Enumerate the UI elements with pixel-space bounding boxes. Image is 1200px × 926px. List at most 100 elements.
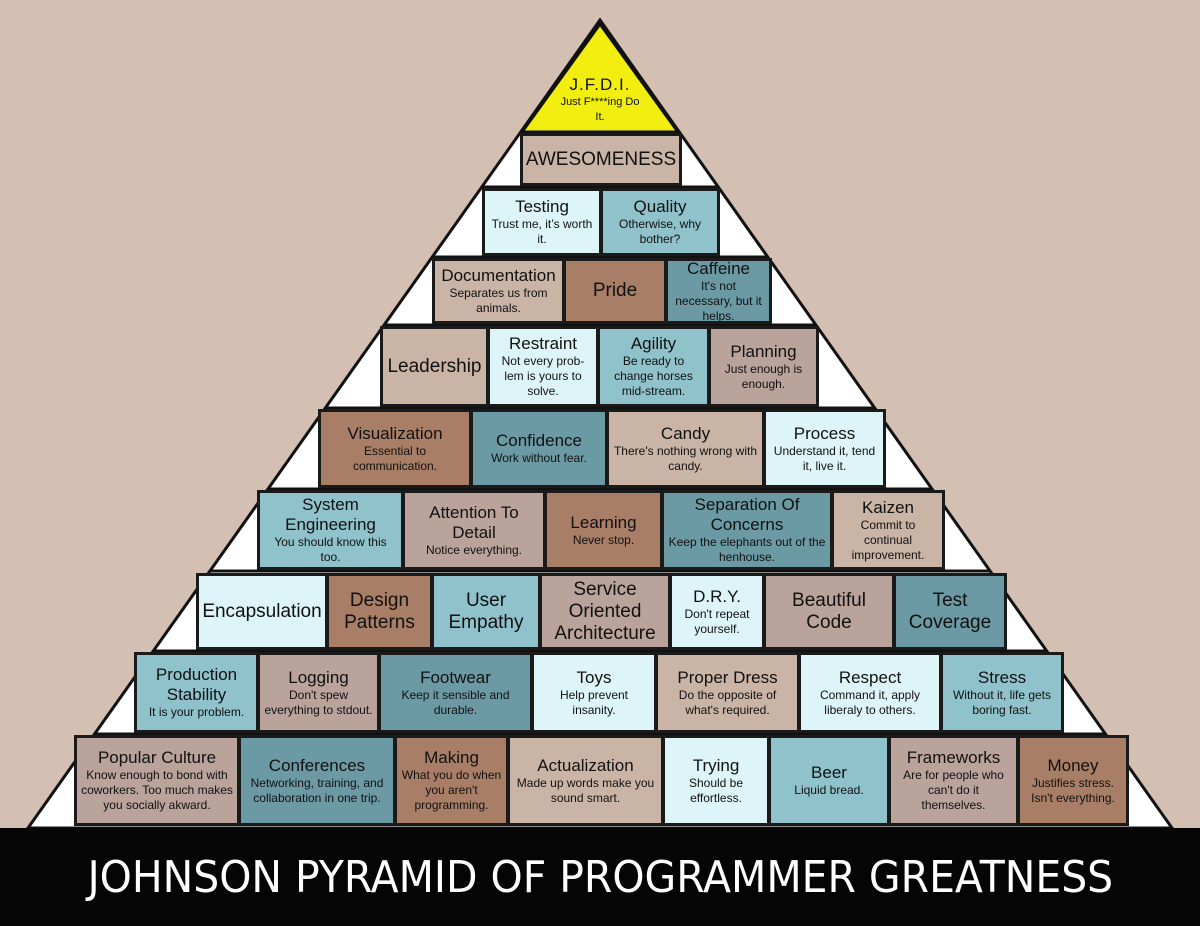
block-desc: Keep it sensible and durable. bbox=[401, 687, 510, 717]
block-title: Candy bbox=[660, 423, 711, 443]
block-title: Production Stability bbox=[155, 665, 238, 704]
block-title: Beer bbox=[811, 763, 847, 782]
block-title: Pride bbox=[592, 280, 638, 301]
block-title: AWESOMENESS bbox=[525, 148, 677, 170]
block-title: Stress bbox=[977, 667, 1027, 687]
block-title: Caffeine bbox=[686, 258, 750, 278]
block-desc: Commit to continual improvement. bbox=[851, 517, 925, 562]
apex-title: J.F.D.I. bbox=[569, 75, 631, 94]
block-title: Logging bbox=[288, 667, 349, 687]
apex-label: J.F.D.I. Just F****ing Do It. bbox=[525, 60, 675, 140]
block-desc: Networking, training, and collaboration … bbox=[250, 775, 384, 805]
pyramid-block-leadership: Leadership bbox=[380, 326, 489, 407]
block-title: Quality bbox=[633, 197, 687, 216]
block-title: Making bbox=[424, 748, 479, 767]
block-title: Service Oriented Architecture bbox=[554, 578, 656, 644]
block-title: Kaizen bbox=[862, 497, 914, 517]
block-title: Process bbox=[793, 423, 856, 443]
block-desc: Command it, apply liberaly to others. bbox=[819, 687, 921, 717]
block-desc: Trust me, it’s worth it. bbox=[491, 217, 593, 246]
block-title: Conferences bbox=[268, 755, 366, 775]
block-desc: Keep the elephants out of the henhouse. bbox=[668, 535, 826, 564]
block-title: Agility bbox=[630, 334, 677, 353]
pyramid-block-awesomeness: AWESOMENESS bbox=[520, 133, 682, 186]
block-desc: Should be effortless. bbox=[688, 775, 744, 805]
apex-desc: Just F****ing Do It. bbox=[560, 96, 640, 123]
block-desc: Essential to communication. bbox=[352, 443, 438, 473]
block-desc: Justifies stress. Isn't everything. bbox=[1031, 775, 1115, 805]
block-desc: Don't spew everything to stdout. bbox=[264, 687, 373, 717]
block-desc: It is your problem. bbox=[148, 705, 245, 719]
block-desc: Don't repeat yourself. bbox=[684, 606, 750, 636]
block-desc: What you do when you aren't programming. bbox=[401, 768, 502, 812]
block-title: Design Patterns bbox=[344, 589, 415, 633]
block-title: Beautiful Code bbox=[792, 589, 866, 633]
block-title: Restraint bbox=[508, 334, 578, 353]
block-desc: Without it, life gets boring fast. bbox=[952, 687, 1052, 717]
block-title: Popular Culture bbox=[97, 748, 217, 767]
block-desc: Separates us from animals. bbox=[449, 286, 548, 315]
block-desc: Otherwise, why bother? bbox=[618, 217, 702, 246]
block-desc: Not every prob-lem is yours to solve. bbox=[501, 354, 585, 398]
block-desc: Made up words make you sound smart. bbox=[516, 775, 655, 805]
pyramid-block-d-r-y: D.R.Y.Don't repeat yourself. bbox=[669, 573, 765, 650]
pyramid-title: JOHNSON PYRAMID OF PROGRAMMER GREATNESS bbox=[87, 851, 1113, 903]
block-title: Visualization bbox=[347, 423, 443, 443]
block-desc: Work without fear. bbox=[491, 451, 587, 465]
block-desc: Are for people who can't do it themselve… bbox=[903, 768, 1004, 812]
block-desc: Be ready to change horses mid-stream. bbox=[614, 354, 693, 398]
title-banner: JOHNSON PYRAMID OF PROGRAMMER GREATNESS bbox=[0, 828, 1200, 926]
block-title: Testing bbox=[515, 197, 569, 216]
block-title: User Empathy bbox=[448, 589, 524, 633]
block-desc: Notice everything. bbox=[425, 542, 523, 557]
block-title: Encapsulation bbox=[202, 600, 322, 622]
block-title: Separation Of Concerns bbox=[694, 495, 800, 534]
block-title: Documentation bbox=[441, 266, 556, 285]
block-title: Test Coverage bbox=[908, 589, 992, 633]
block-desc: Just enough is enough. bbox=[724, 361, 803, 391]
pyramid-block-user-empathy: User Empathy bbox=[431, 573, 541, 650]
block-desc: Do the opposite of what's required. bbox=[678, 687, 777, 717]
block-title: Actualization bbox=[537, 755, 634, 775]
row-divider-lines bbox=[94, 131, 1106, 736]
pyramid-block-beautiful-code: Beautiful Code bbox=[763, 573, 895, 650]
block-desc: Never stop. bbox=[572, 532, 635, 547]
block-title: Money bbox=[1047, 755, 1099, 775]
block-title: D.R.Y. bbox=[693, 586, 741, 606]
block-desc: There's nothing wrong with candy. bbox=[613, 443, 758, 473]
pyramid-block-pride: Pride bbox=[563, 258, 667, 324]
block-desc: Help prevent insanity. bbox=[559, 687, 629, 717]
block-title: Attention To Detail bbox=[429, 502, 519, 542]
block-desc: Know enough to bond with coworkers. Too … bbox=[81, 768, 233, 812]
pyramid-block-service-oriented-architecture: Service Oriented Architecture bbox=[539, 573, 671, 650]
pyramid-block-test-coverage: Test Coverage bbox=[893, 573, 1007, 650]
block-title: System Engineering bbox=[285, 495, 376, 534]
block-desc: Understand it, tend it, live it. bbox=[773, 443, 876, 473]
block-title: Planning bbox=[730, 341, 797, 361]
